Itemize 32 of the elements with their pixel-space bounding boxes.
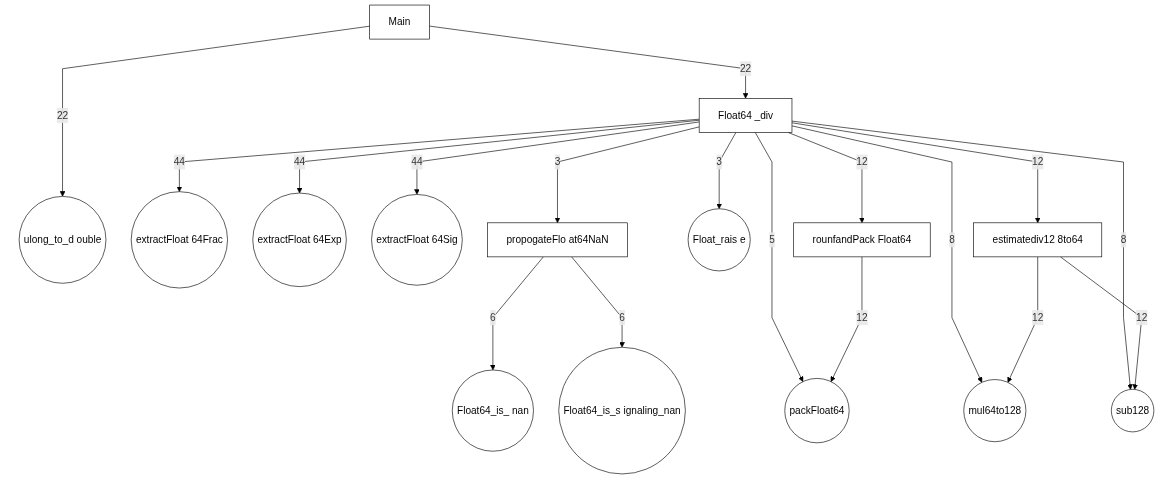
edge-label: 6 bbox=[619, 311, 625, 323]
edge-label: 8 bbox=[949, 234, 955, 245]
node-box: Main bbox=[369, 4, 430, 40]
edge-label: 12 bbox=[1032, 156, 1044, 168]
node-circle: mul64to128 bbox=[963, 379, 1027, 443]
edge-label: 22 bbox=[739, 63, 752, 74]
node-box: Float64 _div bbox=[698, 98, 793, 133]
node-box: estimatediv12 8to64 bbox=[973, 222, 1103, 258]
node-circle: Float_rais e bbox=[687, 208, 751, 272]
node-circle: extractFloat 64Exp bbox=[252, 192, 347, 287]
node-circle: sub128 bbox=[1111, 389, 1155, 433]
node-circle: Float64_is_s ignaling_nan bbox=[558, 346, 686, 475]
edge-label: 12 bbox=[856, 156, 868, 168]
node-circle: extractFloat 64Frac bbox=[130, 191, 228, 289]
edge-label: 12 bbox=[1032, 311, 1044, 323]
node-circle: extractFloat 64Sig bbox=[371, 194, 463, 286]
node-circle: ulong_to_d ouble bbox=[18, 196, 107, 284]
edge-label: 12 bbox=[1136, 311, 1148, 323]
node-circle: Float64_is_ nan bbox=[451, 369, 534, 452]
edge-label: 3 bbox=[716, 156, 722, 168]
node-circle: packFloat64 bbox=[784, 378, 850, 444]
node-box: rounfandPack Float64 bbox=[793, 222, 931, 258]
edge-label: 44 bbox=[293, 156, 306, 168]
edge-label: 44 bbox=[411, 156, 423, 168]
edge-label: 8 bbox=[1120, 234, 1127, 245]
edge-label: 5 bbox=[769, 234, 775, 245]
edge-label: 22 bbox=[56, 109, 69, 121]
edge-label: 6 bbox=[490, 311, 496, 323]
edge-label: 3 bbox=[554, 156, 561, 168]
node-box: propogateFlo at64NaN bbox=[487, 222, 628, 258]
edge-label: 12 bbox=[856, 311, 868, 323]
edge-label: 44 bbox=[173, 156, 185, 168]
